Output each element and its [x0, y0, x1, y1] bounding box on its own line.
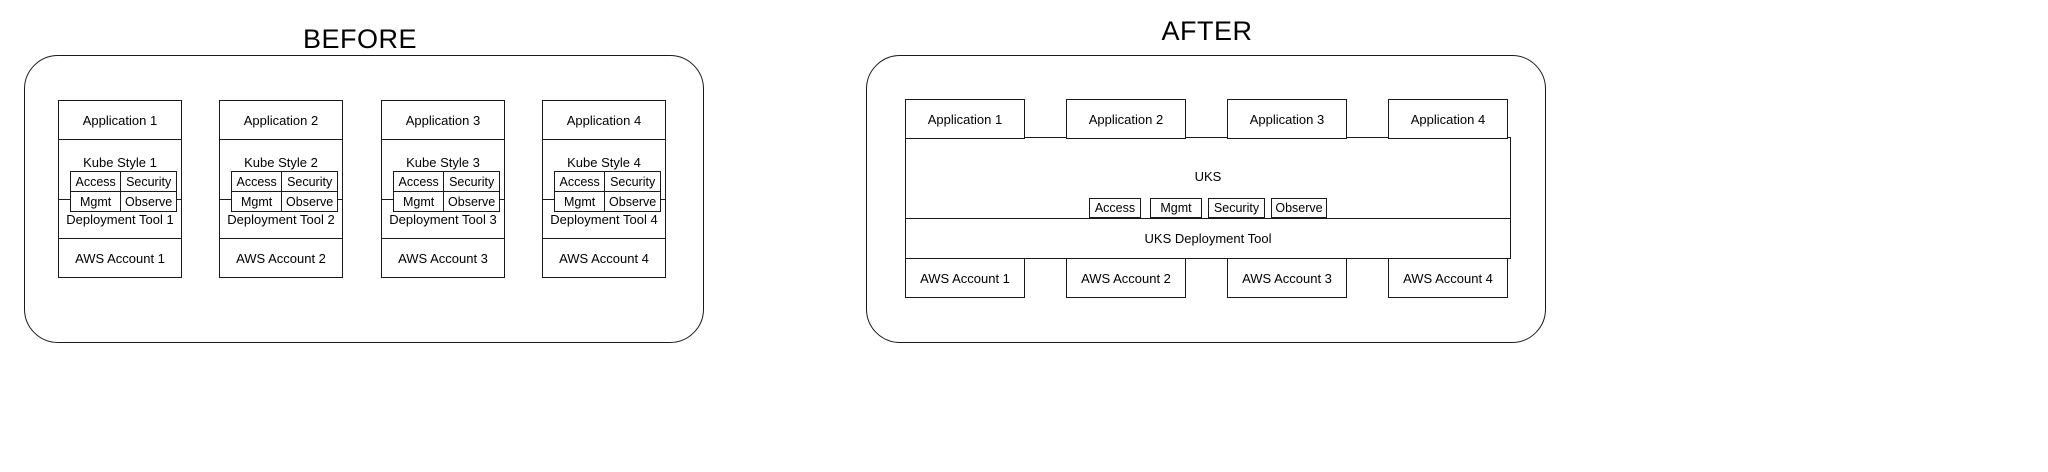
- capability-observe[interactable]: Observe: [443, 191, 501, 213]
- capability-mgmt[interactable]: Mgmt: [554, 191, 606, 213]
- capability-grid: Access Security Mgmt Observe: [70, 171, 178, 213]
- capability-access[interactable]: Access: [231, 171, 283, 193]
- capability-access[interactable]: Access: [1089, 198, 1141, 218]
- uks-deployment-tool-label: UKS Deployment Tool: [1144, 231, 1272, 246]
- application-box[interactable]: Application 3: [1227, 99, 1347, 139]
- aws-account-box[interactable]: AWS Account 4: [542, 238, 666, 278]
- capability-access[interactable]: Access: [393, 171, 445, 193]
- application-box[interactable]: Application 4: [542, 100, 666, 140]
- before-panel-title: BEFORE: [302, 24, 418, 54]
- before-stack-2: Application 2 Kube Style 2 Access Securi…: [219, 100, 343, 298]
- capability-access[interactable]: Access: [554, 171, 606, 193]
- capability-grid: Access Security Mgmt Observe: [231, 171, 339, 213]
- uks-label: UKS: [1194, 169, 1222, 184]
- capability-security[interactable]: Security: [120, 171, 178, 193]
- application-box[interactable]: Application 4: [1388, 99, 1508, 139]
- capability-mgmt[interactable]: Mgmt: [393, 191, 445, 213]
- application-box[interactable]: Application 1: [905, 99, 1025, 139]
- capability-observe[interactable]: Observe: [120, 191, 178, 213]
- capability-security[interactable]: Security: [1208, 198, 1265, 218]
- before-stack-4: Application 4 Kube Style 4 Access Securi…: [542, 100, 666, 298]
- application-box[interactable]: Application 2: [219, 100, 343, 140]
- application-box[interactable]: Application 1: [58, 100, 182, 140]
- aws-account-box[interactable]: AWS Account 2: [219, 238, 343, 278]
- aws-account-box[interactable]: AWS Account 4: [1388, 258, 1508, 298]
- before-stack-3: Application 3 Kube Style 3 Access Securi…: [381, 100, 505, 298]
- capability-grid: Access Security Mgmt Observe: [393, 171, 501, 213]
- after-panel-title: AFTER: [1161, 16, 1253, 46]
- aws-account-box[interactable]: AWS Account 1: [58, 238, 182, 278]
- capability-observe[interactable]: Observe: [1271, 198, 1327, 218]
- capability-mgmt[interactable]: Mgmt: [70, 191, 122, 213]
- aws-account-box[interactable]: AWS Account 2: [1066, 258, 1186, 298]
- aws-account-box[interactable]: AWS Account 1: [905, 258, 1025, 298]
- aws-account-box[interactable]: AWS Account 3: [1227, 258, 1347, 298]
- capability-observe[interactable]: Observe: [604, 191, 662, 213]
- platform-label: Kube Style 3: [406, 155, 480, 170]
- uks-deployment-tool-band[interactable]: [905, 218, 1511, 259]
- capability-security[interactable]: Security: [604, 171, 662, 193]
- capability-mgmt[interactable]: Mgmt: [1150, 198, 1202, 218]
- platform-label: Kube Style 4: [567, 155, 641, 170]
- before-stack-1: Application 1 Kube Style 1 Access Securi…: [58, 100, 182, 298]
- platform-label: Kube Style 2: [244, 155, 318, 170]
- application-box[interactable]: Application 2: [1066, 99, 1186, 139]
- capability-observe[interactable]: Observe: [281, 191, 339, 213]
- capability-security[interactable]: Security: [281, 171, 339, 193]
- capability-access[interactable]: Access: [70, 171, 122, 193]
- application-box[interactable]: Application 3: [381, 100, 505, 140]
- capability-grid: Access Security Mgmt Observe: [554, 171, 662, 213]
- platform-label: Kube Style 1: [83, 155, 157, 170]
- capability-security[interactable]: Security: [443, 171, 501, 193]
- aws-account-box[interactable]: AWS Account 3: [381, 238, 505, 278]
- capability-mgmt[interactable]: Mgmt: [231, 191, 283, 213]
